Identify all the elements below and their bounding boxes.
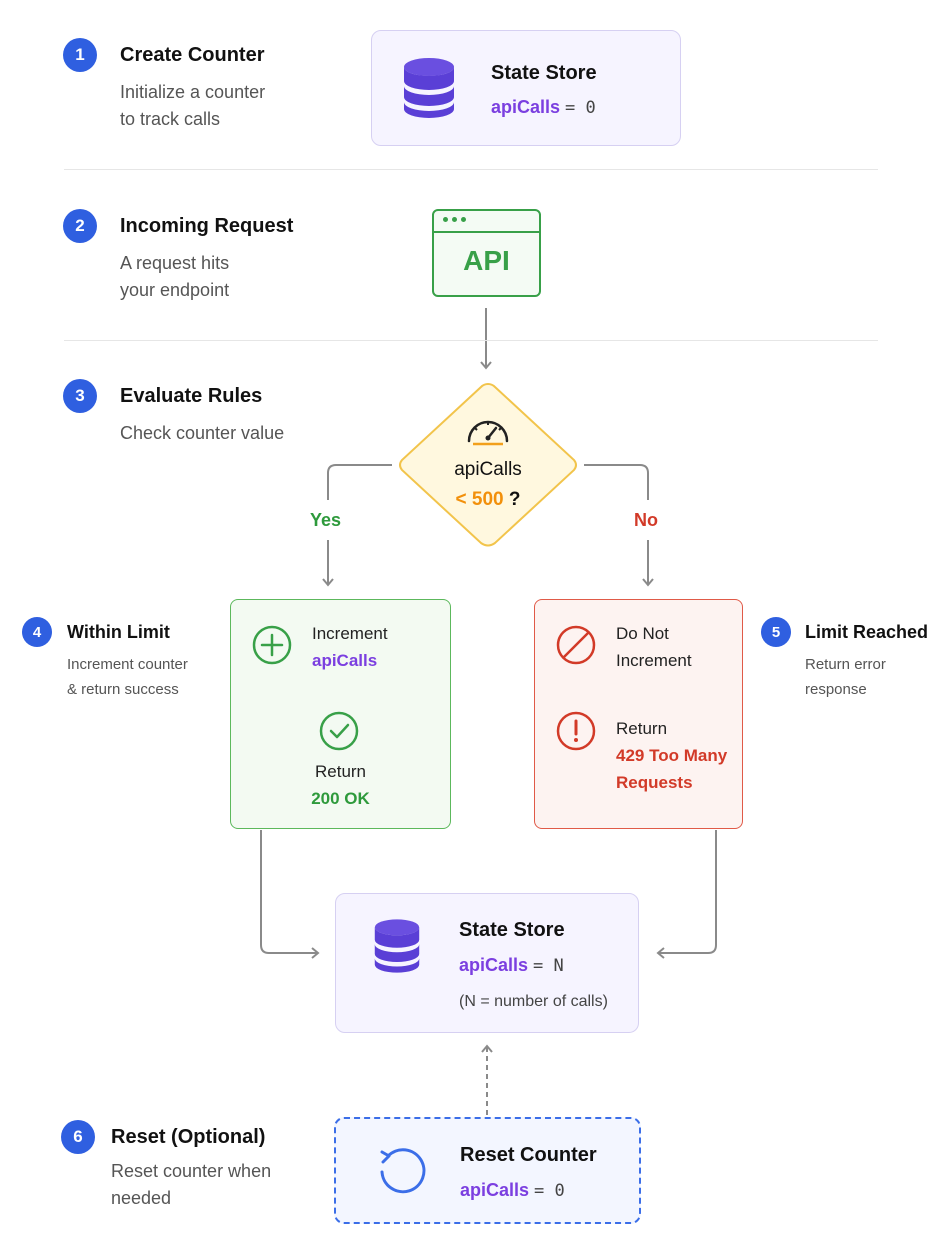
arrow-green-to-store [260,830,320,959]
step-description: A request hits your endpoint [120,253,230,300]
state-store-bottom: State Store apiCalls = N (N = number of … [335,893,639,1033]
database-icon [404,58,454,118]
limit-reached-card: Do Not Increment Return 429 Too Many Req… [534,599,743,829]
reset-value: apiCalls = 0 [460,1180,565,1201]
step-title: Limit Reached [805,622,929,642]
no-label: No [634,510,658,530]
within-limit-card: Increment apiCalls Return 200 OK [230,599,451,829]
step-badge: 4 [22,617,52,647]
step-title: Reset (Optional) [111,1126,266,1148]
do-not-increment-text: Do Not Increment [616,624,692,670]
step-badge: 2 [63,209,97,243]
return-success: Return 200 OK [311,762,370,808]
plus-circle-icon [252,625,292,665]
database-icon [374,919,420,973]
step-title: Create Counter [120,44,265,66]
step-description: Initialize a counter to track calls [120,82,266,129]
yes-label: Yes [310,510,342,530]
step-title: Within Limit [67,622,170,642]
store-title: State Store [491,62,597,84]
store-value: apiCalls = N [459,955,564,976]
step-description: Check counter value [120,423,285,443]
arrow-decision-yes [327,464,392,500]
decision-variable: apiCalls [454,459,522,480]
refresh-icon [380,1148,426,1194]
api-label: API [463,245,510,276]
step-description: Return error response [805,656,886,698]
divider [64,340,878,341]
arrow-decision-no [584,464,649,500]
step-description: Increment counter & return success [67,656,188,698]
gauge-icon [467,420,509,446]
step-badge: 5 [761,617,791,647]
arrow-red-to-store [656,830,717,959]
divider [64,169,878,170]
step-title: Evaluate Rules [120,385,263,407]
api-endpoint-box: API [432,209,541,297]
reset-title: Reset Counter [460,1144,597,1166]
reset-counter-box: Reset Counter apiCalls = 0 [334,1117,641,1224]
store-value: apiCalls = 0 [491,97,596,118]
check-circle-icon [319,711,359,751]
step-description: Reset counter when needed [111,1161,272,1208]
store-title: State Store [459,919,565,941]
decision-diamond [399,382,577,547]
step-title: Incoming Request [120,215,294,237]
decision-condition: < 500 ? [455,489,521,510]
state-store-top: State Store apiCalls = 0 [371,30,681,146]
no-entry-icon [556,625,596,665]
browser-window-icon [434,211,539,233]
step-badge: 1 [63,38,97,72]
return-error: Return 429 Too Many Requests [616,719,728,792]
increment-text: Increment apiCalls [312,624,388,670]
exclamation-circle-icon [556,711,596,751]
step-badge: 3 [63,379,97,413]
step-badge: 6 [61,1120,95,1154]
store-note: (N = number of calls) [459,993,608,1010]
